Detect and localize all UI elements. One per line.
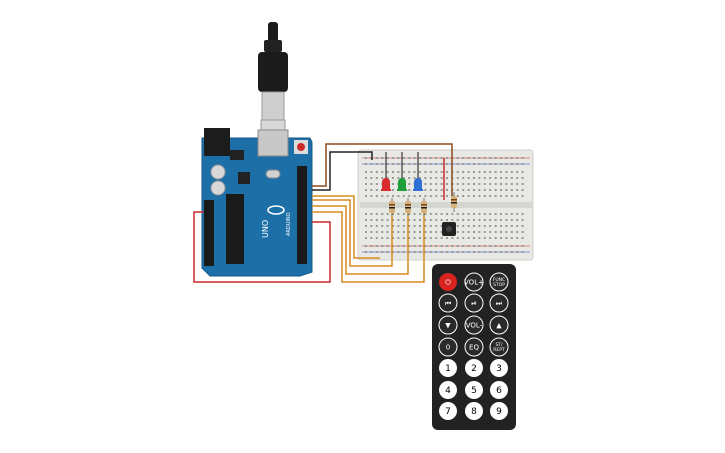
breadboard-holes [365, 157, 524, 253]
capacitor-1 [210, 164, 226, 180]
remote-button-prev[interactable]: ⏮ [438, 293, 458, 313]
svg-text:5: 5 [471, 386, 477, 396]
svg-text:⏭: ⏭ [496, 300, 503, 308]
remote-button-power[interactable]: ⏻ [439, 273, 457, 291]
svg-text:3: 3 [496, 364, 502, 374]
resistor-3 [421, 198, 427, 216]
svg-text:1: 1 [445, 364, 451, 374]
green-led [397, 178, 407, 191]
remote-button-five[interactable]: 5 [465, 381, 483, 399]
remote-button-zero[interactable]: 0 [438, 337, 458, 357]
svg-text:STOP: STOP [493, 282, 505, 288]
svg-text:⏯: ⏯ [471, 300, 477, 308]
svg-text:0: 0 [446, 344, 450, 352]
remote-button-play-pause[interactable]: ⏯ [464, 293, 484, 313]
remote-button-vol-down[interactable]: VOL- [464, 315, 484, 335]
usb-cable [258, 22, 288, 147]
red-led [381, 178, 391, 191]
svg-text:7: 7 [445, 407, 451, 417]
usb-port [257, 129, 289, 157]
svg-text:FUNC: FUNC [493, 277, 505, 283]
svg-text:REPT: REPT [493, 347, 505, 353]
wire-black-gnd [312, 151, 373, 191]
remote-button-up[interactable]: ▲ [489, 315, 509, 335]
remote-button-one[interactable]: 1 [439, 359, 457, 377]
remote-button-eq[interactable]: EQ [464, 337, 484, 357]
remote-button-three[interactable]: 3 [490, 359, 508, 377]
remote-button-vol-up[interactable]: VOL+ [464, 272, 484, 292]
svg-text:VOL-: VOL- [466, 322, 483, 330]
svg-text:9: 9 [496, 407, 502, 417]
resistors [389, 192, 457, 216]
reset-button[interactable] [297, 143, 305, 151]
svg-text:▲: ▲ [496, 322, 502, 330]
remote-button-two[interactable]: 2 [465, 359, 483, 377]
remote-button-six[interactable]: 6 [490, 381, 508, 399]
breadboard[interactable] [357, 149, 534, 261]
wire-orange-4 [312, 195, 380, 259]
power-jack [204, 128, 230, 156]
remote-button-next[interactable]: ⏭ [489, 293, 509, 313]
atmega-chip [226, 194, 244, 264]
remote-button-down[interactable]: ▼ [438, 315, 458, 335]
arduino-board[interactable]: UNO ARDUINO [201, 128, 313, 277]
power-header [204, 200, 214, 266]
capacitor-2 [210, 180, 226, 196]
svg-text:6: 6 [496, 386, 502, 396]
leds [381, 178, 423, 191]
wire-orange-3 [312, 211, 425, 283]
arduino-logo: UNO ARDUINO [261, 205, 292, 238]
svg-text:8: 8 [471, 407, 477, 417]
blue-led [413, 178, 423, 191]
svg-text:⏮: ⏮ [445, 300, 451, 308]
svg-text:2: 2 [471, 364, 477, 374]
resistor-1 [389, 198, 395, 216]
digital-header [297, 166, 307, 264]
remote-button-nine[interactable]: 9 [490, 402, 508, 420]
resistor-4 [451, 192, 457, 212]
svg-text:⏻: ⏻ [445, 279, 451, 287]
remote-button-eight[interactable]: 8 [465, 402, 483, 420]
svg-text:4: 4 [445, 386, 451, 396]
remote-button-four[interactable]: 4 [439, 381, 457, 399]
remote-button-st-rept[interactable]: ST/REPT [489, 337, 509, 357]
resistor-2 [405, 198, 411, 216]
svg-text:VOL+: VOL+ [464, 279, 484, 287]
ir-receiver [442, 222, 456, 236]
wires [193, 143, 453, 283]
arduino-brand-text: ARDUINO [286, 212, 292, 236]
wire-orange-1 [312, 199, 393, 267]
uno-logo-text: UNO [261, 220, 270, 238]
svg-text:ST/: ST/ [495, 342, 503, 348]
wire-brown-top [312, 143, 453, 196]
svg-text:▼: ▼ [445, 322, 451, 330]
wire-red-left [193, 211, 331, 283]
wire-orange-2 [312, 205, 409, 275]
remote-button-seven[interactable]: 7 [439, 402, 457, 420]
led-leads [385, 152, 419, 180]
svg-text:EQ: EQ [469, 344, 479, 352]
